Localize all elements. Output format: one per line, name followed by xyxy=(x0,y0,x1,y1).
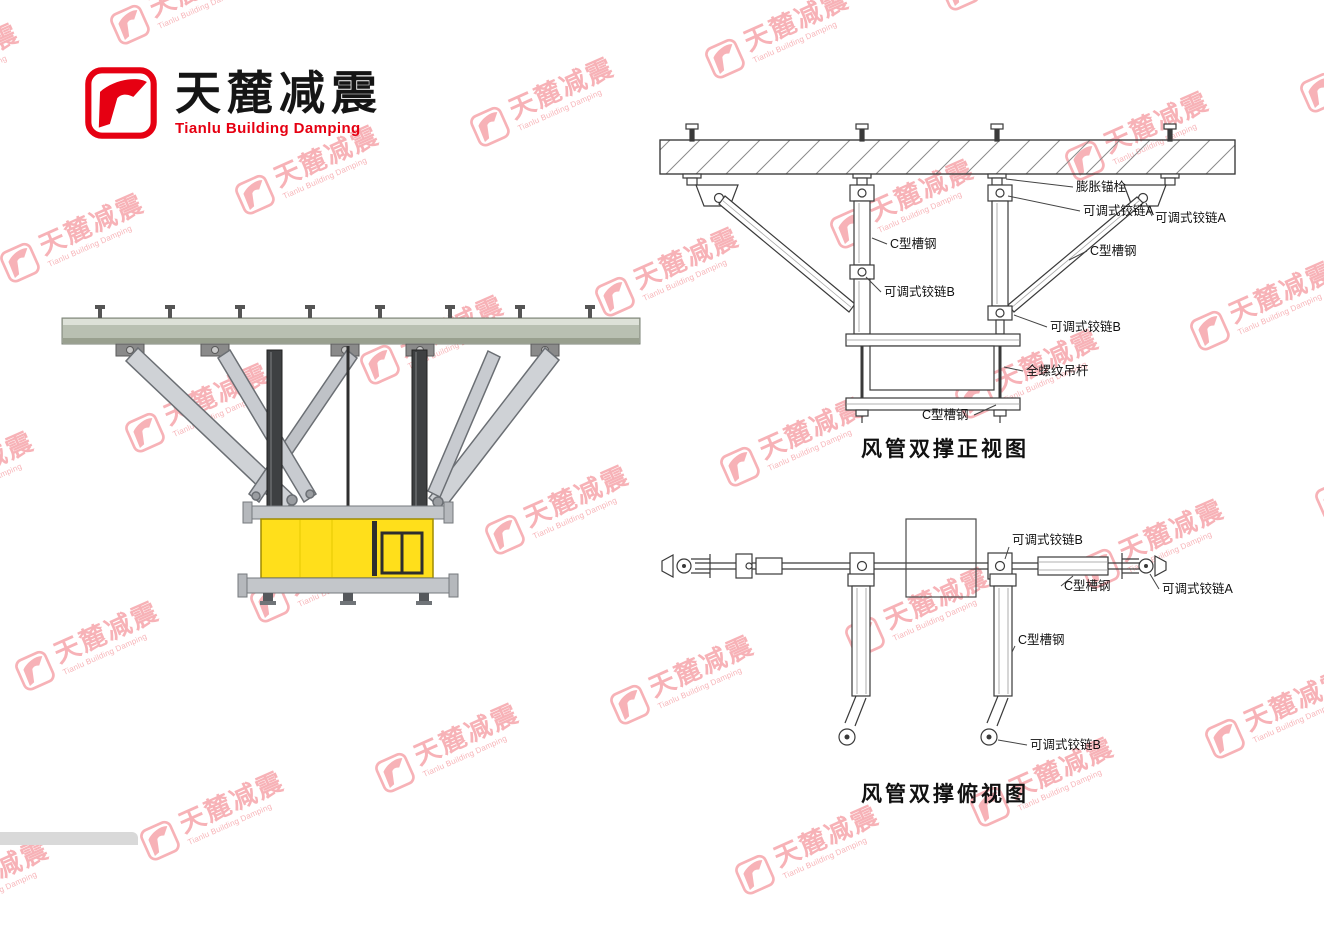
technical-drawing-sheet: 膨胀锚栓 可调式铰链A 可调式铰链A C型槽钢 C型槽钢 可调式铰链B 可调式铰… xyxy=(61,123,1236,806)
label-channel-rod: C型槽钢 xyxy=(1064,579,1111,593)
lower-channel-3d xyxy=(245,577,451,594)
vertical-channel-right xyxy=(987,200,1013,335)
brand-subtitle: Tianlu Building Damping xyxy=(175,120,361,138)
label-channel-right: C型槽钢 xyxy=(1090,244,1137,258)
top-view-channel-right xyxy=(989,573,1017,697)
tianlu-logo-icon xyxy=(734,854,775,895)
label-channel-bottom: C型槽钢 xyxy=(922,408,969,422)
watermark-subtitle: Tianlu Building Damping xyxy=(0,869,39,915)
front-view-caption: 风管双撑正视图 xyxy=(861,437,1029,461)
label-hinge-a-right: 可调式铰链A xyxy=(1155,210,1227,225)
watermark-name: 天麓减震 xyxy=(0,833,54,907)
top-view-channel-left xyxy=(847,573,875,697)
duct-box xyxy=(869,345,995,391)
slab-3d xyxy=(61,305,641,345)
label-threaded-rod: 全螺纹吊杆 xyxy=(1026,363,1089,378)
duct-brace-3d-render xyxy=(61,305,641,605)
end-hinge-right xyxy=(1121,553,1167,579)
brace-left xyxy=(718,195,856,313)
slab-studs xyxy=(95,305,595,318)
label-channel-vertical: C型槽钢 xyxy=(1018,633,1065,647)
vertical-channels-3d xyxy=(266,346,428,509)
expansion-anchor-3 xyxy=(987,123,1007,186)
upper-channel-3d xyxy=(249,505,447,520)
hinge-a-center-left xyxy=(849,184,875,202)
brand-name: 天麓减震 xyxy=(175,66,383,119)
end-hinge-left xyxy=(661,553,711,579)
top-view-caption: 风管双撑俯视图 xyxy=(861,782,1029,806)
brace-right xyxy=(1007,196,1144,313)
top-view-leaders xyxy=(997,546,1160,746)
label-hinge-b-top: 可调式铰链B xyxy=(1012,532,1083,547)
front-view-drawing: 膨胀锚栓 可调式铰链A 可调式铰链A C型槽钢 C型槽钢 可调式铰链B 可调式铰… xyxy=(659,123,1236,461)
duct-outline-top xyxy=(905,518,977,598)
hinge-a-center-right xyxy=(987,184,1013,202)
expansion-anchor-4 xyxy=(1160,123,1180,186)
watermark-text: 天麓减震 Tianlu Building Damping xyxy=(0,833,57,915)
channel-nuts-3d xyxy=(260,593,432,605)
label-hinge-b-bottom: 可调式铰链B xyxy=(1030,737,1101,752)
top-view-drawing: 可调式铰链B C型槽钢 可调式铰链A C型槽钢 可调式铰链B 风管双撑俯视图 xyxy=(661,518,1234,806)
left-hardware xyxy=(735,553,783,579)
label-hinge-b-right: 可调式铰链B xyxy=(1050,319,1121,334)
label-hinge-a-center: 可调式铰链A xyxy=(1083,203,1155,218)
bottom-clevis-right xyxy=(980,695,1009,746)
front-view-leaders xyxy=(865,178,1153,416)
expansion-anchor-2 xyxy=(852,123,872,186)
brand-logo: 天麓减震 Tianlu Building Damping xyxy=(84,66,383,140)
ceiling-slab-outline xyxy=(659,139,1236,175)
vertical-channel-left xyxy=(849,200,875,335)
yellow-duct-3d xyxy=(260,518,434,579)
rod-c-channel xyxy=(1037,556,1109,576)
brand-text: 天麓减震 Tianlu Building Damping xyxy=(175,66,383,138)
duct-assembly-3d xyxy=(237,501,459,605)
bottom-edge-artifact xyxy=(0,832,138,845)
diagonal-struts-3d xyxy=(124,346,561,513)
ceiling-slab-section xyxy=(659,139,1236,175)
tianlu-logo-icon xyxy=(85,67,157,139)
label-expansion-anchor: 膨胀锚栓 xyxy=(1076,179,1127,194)
bottom-clevis-left xyxy=(838,695,867,746)
label-hinge-a-right-top: 可调式铰链A xyxy=(1162,581,1234,596)
label-hinge-b-left: 可调式铰链B xyxy=(884,284,955,299)
expansion-anchor-1 xyxy=(682,123,702,186)
label-channel-left: C型槽钢 xyxy=(890,237,937,251)
